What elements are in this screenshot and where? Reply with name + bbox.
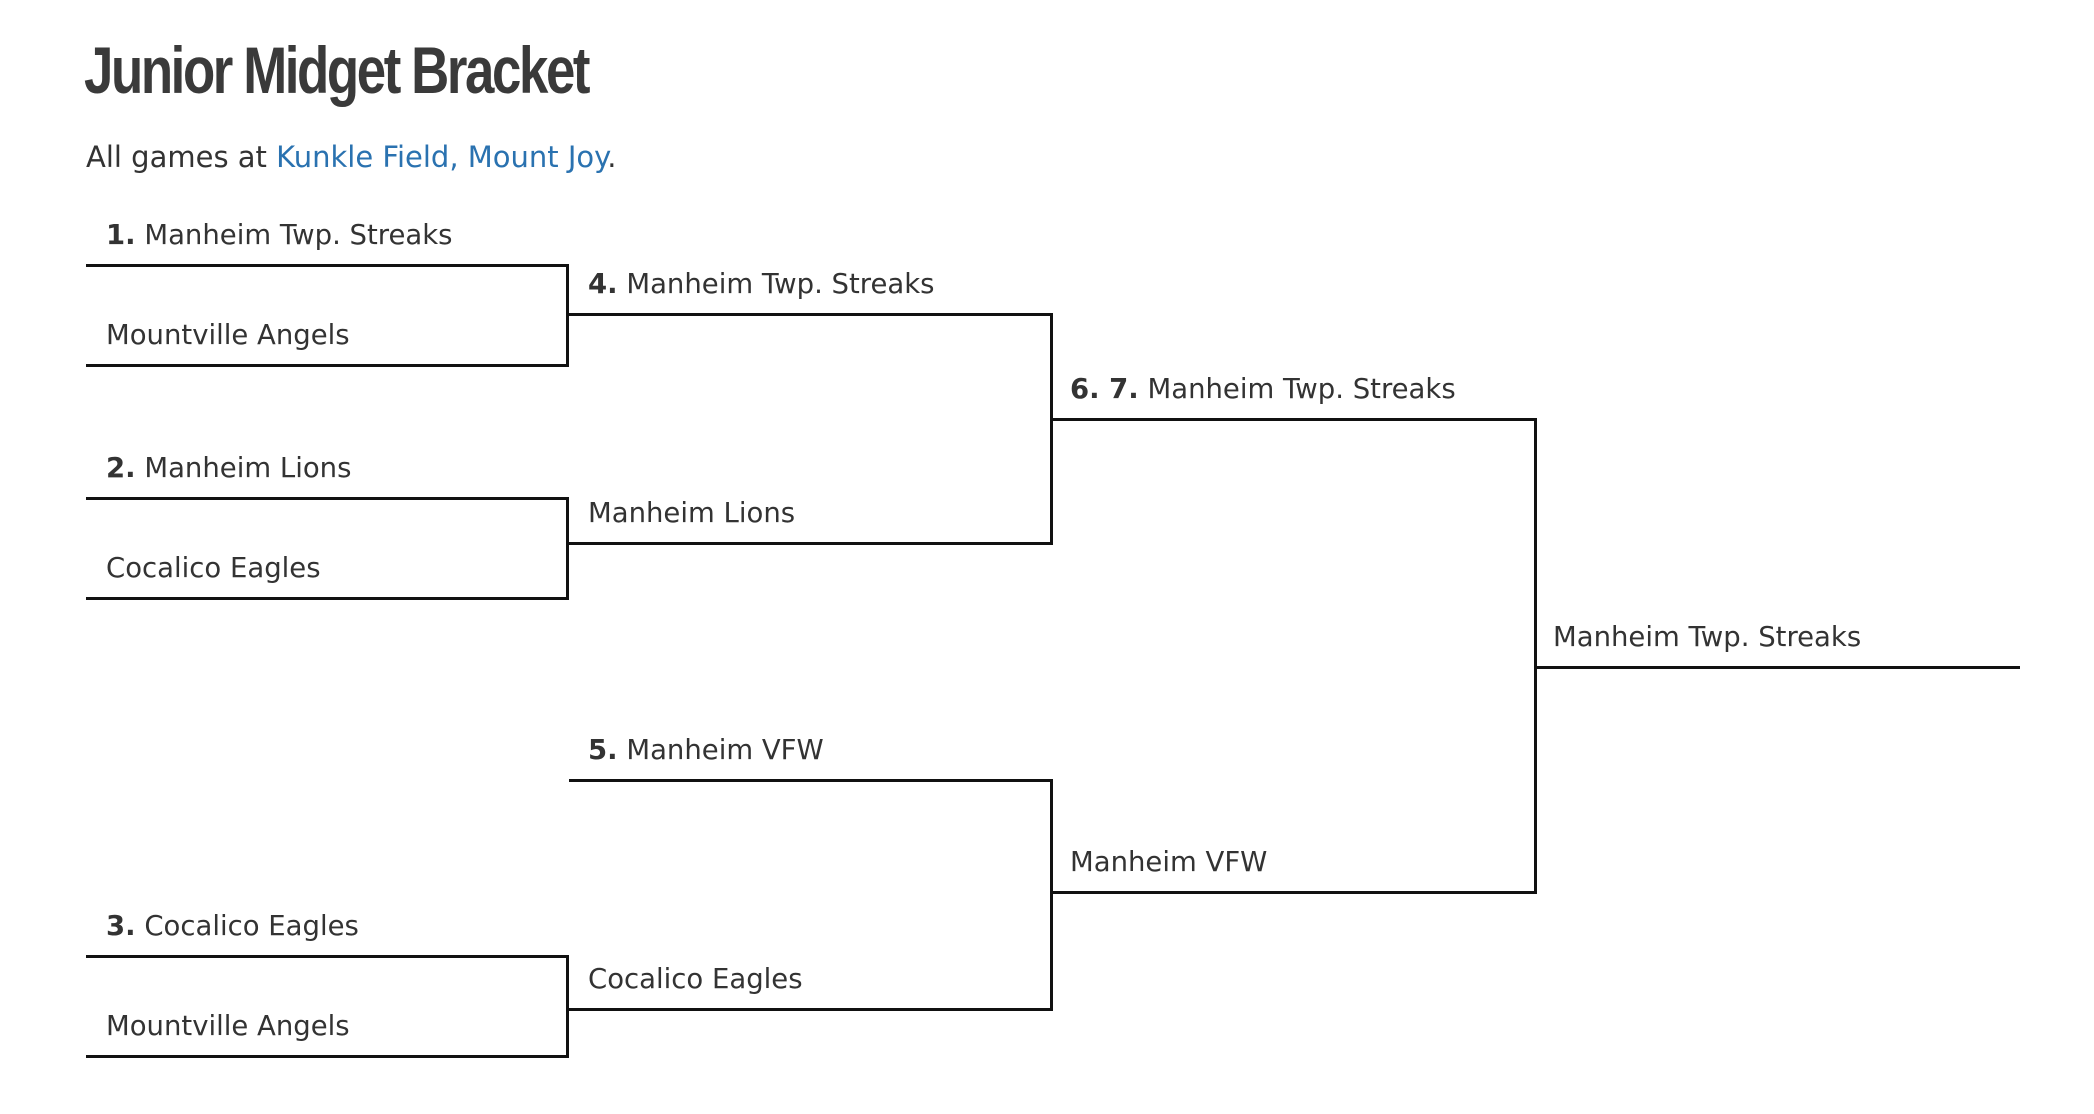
bracket-line — [566, 264, 569, 367]
bracket-line — [569, 542, 1053, 545]
bracket-slot-r1-g3-bottom: Mountville Angels — [106, 1010, 350, 1042]
bracket-line — [1050, 779, 1053, 1011]
bracket-line — [86, 264, 569, 267]
team-name: Manheim Twp. Streaks — [144, 219, 453, 251]
games-location-note: All games at Kunkle Field, Mount Joy. — [86, 140, 616, 174]
bracket-line — [569, 779, 1053, 782]
bracket-line — [566, 955, 569, 1058]
bracket-line — [1537, 666, 2020, 669]
seed-number: 3. — [106, 910, 136, 942]
seed-number: 1. — [106, 219, 136, 251]
bracket-line — [1534, 418, 1537, 894]
bracket-slot-r2-g4-top: 4. Manheim Twp. Streaks — [588, 268, 935, 300]
team-name: Manheim VFW — [626, 734, 824, 766]
team-name: Mountville Angels — [106, 319, 350, 351]
bracket-line — [569, 1008, 1053, 1011]
bracket-slot-r3-top: 6. 7. Manheim Twp. Streaks — [1070, 373, 1456, 405]
bracket-line — [566, 497, 569, 600]
team-name: Mountville Angels — [106, 1010, 350, 1042]
bracket-line — [1050, 313, 1053, 545]
bracket-slot-r1-g2-bottom: Cocalico Eagles — [106, 552, 321, 584]
bracket-slot-r2-g5-bottom: Cocalico Eagles — [588, 963, 803, 995]
bracket-line — [86, 597, 569, 600]
bracket-slot-r2-g4-bottom: Manheim Lions — [588, 497, 796, 529]
bracket-slot-r2-g5-top: 5. Manheim VFW — [588, 734, 824, 766]
bracket-slot-r1-g3-top: 3. Cocalico Eagles — [106, 910, 359, 942]
team-name: Manheim VFW — [1070, 846, 1268, 878]
bracket-slot-r1-g1-top: 1. Manheim Twp. Streaks — [106, 219, 453, 251]
seed-number: 5. — [588, 734, 618, 766]
team-name: Manheim Lions — [588, 497, 796, 529]
bracket-line — [569, 313, 1053, 316]
team-name: Manheim Lions — [144, 452, 352, 484]
bracket-slot-r1-g1-bottom: Mountville Angels — [106, 319, 350, 351]
bracket-line — [1053, 891, 1537, 894]
bracket-line — [86, 497, 569, 500]
location-link[interactable]: Kunkle Field, Mount Joy — [276, 140, 608, 174]
subtitle-suffix: . — [607, 140, 617, 174]
bracket-line — [86, 364, 569, 367]
bracket-line — [86, 955, 569, 958]
team-name: Manheim Twp. Streaks — [1147, 373, 1456, 405]
bracket-slot-r1-g2-top: 2. Manheim Lions — [106, 452, 352, 484]
seed-number: 2. — [106, 452, 136, 484]
bracket-line — [1053, 418, 1537, 421]
team-name: Manheim Twp. Streaks — [626, 268, 935, 300]
bracket-line — [86, 1055, 569, 1058]
team-name: Cocalico Eagles — [106, 552, 321, 584]
subtitle-prefix: All games at — [86, 140, 277, 174]
page-title: Junior Midget Bracket — [84, 33, 591, 107]
team-name: Manheim Twp. Streaks — [1553, 621, 1862, 653]
seed-number: 4. — [588, 268, 618, 300]
bracket-slot-r3-bottom: Manheim VFW — [1070, 846, 1268, 878]
team-name: Cocalico Eagles — [144, 910, 359, 942]
bracket-slot-champion: Manheim Twp. Streaks — [1553, 621, 1862, 653]
seed-number: 6. 7. — [1070, 373, 1139, 405]
team-name: Cocalico Eagles — [588, 963, 803, 995]
